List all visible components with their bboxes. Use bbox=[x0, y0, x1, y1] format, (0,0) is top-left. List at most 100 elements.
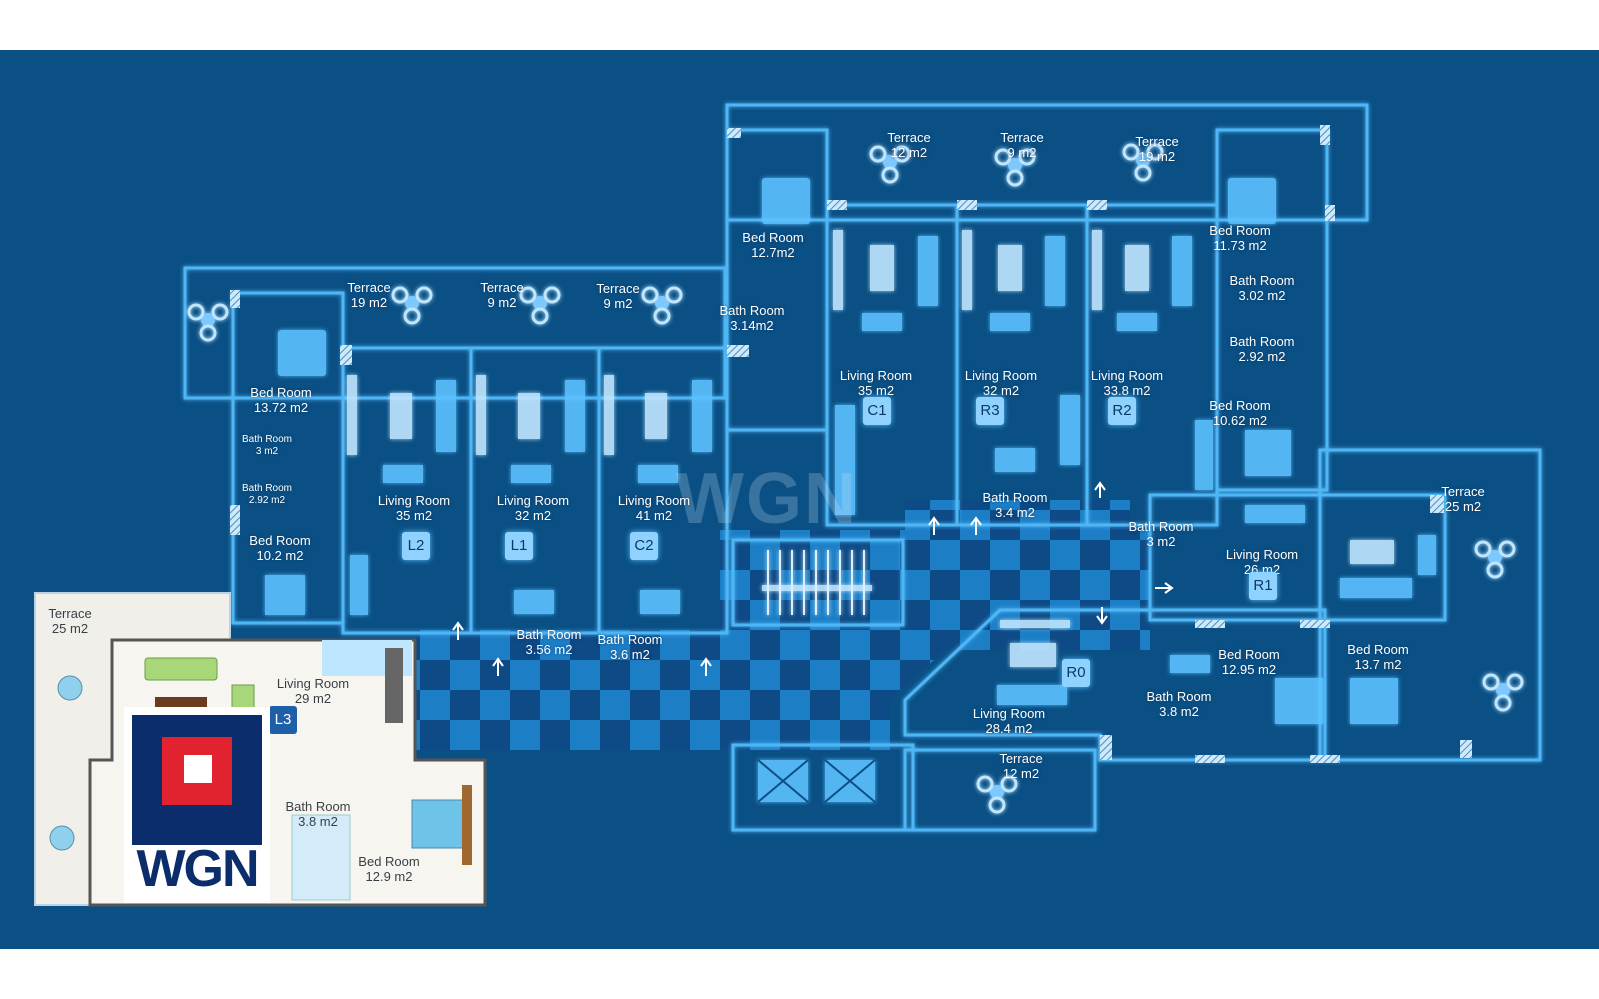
room-name: Bath Room bbox=[1229, 334, 1295, 349]
room-name: Living Room bbox=[839, 368, 913, 383]
room-area: 13.72 m2 bbox=[253, 400, 309, 415]
room-area: 41 m2 bbox=[635, 508, 673, 523]
room-area: 3.6 m2 bbox=[610, 647, 650, 662]
room-area: 35 m2 bbox=[395, 508, 433, 523]
room-area: 2.92 m2 bbox=[1238, 349, 1286, 364]
room-area: 35 m2 bbox=[857, 383, 895, 398]
unit-code-c1: C1 bbox=[863, 397, 891, 425]
wgn-logo: WGN bbox=[124, 707, 270, 903]
room-area: 28.4 m2 bbox=[985, 721, 1033, 736]
room-name: Bath Room bbox=[719, 303, 785, 318]
room-area: 25 m2 bbox=[1444, 499, 1482, 514]
logo-white-block bbox=[184, 755, 212, 783]
room-area: 12 m2 bbox=[890, 145, 928, 160]
unit-code-r3: R3 bbox=[976, 397, 1004, 425]
room-name: Living Room bbox=[1225, 547, 1299, 562]
room-area: 3 m2 bbox=[1146, 534, 1176, 549]
room-area: 3.8 m2 bbox=[298, 814, 338, 829]
room-name: Bath Room bbox=[597, 632, 663, 647]
room-area: 25 m2 bbox=[51, 621, 89, 636]
room-name: Terrace bbox=[48, 606, 92, 621]
room-name: Bath Room bbox=[516, 627, 582, 642]
room-area: 3.4 m2 bbox=[995, 505, 1035, 520]
room-name: Bath Room bbox=[241, 434, 293, 445]
room-area: 10.62 m2 bbox=[1212, 413, 1268, 428]
room-name: Living Room bbox=[1090, 368, 1164, 383]
room-area: 10.2 m2 bbox=[256, 548, 304, 563]
room-area: 11.73 m2 bbox=[1213, 238, 1267, 253]
room-area: 32 m2 bbox=[982, 383, 1020, 398]
room-name: Living Room bbox=[276, 676, 350, 691]
room-name: Terrace bbox=[1135, 134, 1179, 149]
room-area: 9 m2 bbox=[1007, 145, 1037, 160]
room-name: Living Room bbox=[377, 493, 451, 508]
room-name: Bath Room bbox=[1229, 273, 1295, 288]
room-name: Bath Room bbox=[982, 490, 1048, 505]
room-area: 2.92 m2 bbox=[248, 495, 286, 506]
room-area: 12.7m2 bbox=[751, 245, 795, 260]
room-name: Bed Room bbox=[742, 230, 804, 245]
unit-code-l2: L2 bbox=[402, 532, 430, 560]
unit-code-r1: R1 bbox=[1249, 572, 1277, 600]
room-name: Terrace bbox=[1000, 130, 1044, 145]
wgn-watermark: WGN bbox=[676, 459, 858, 539]
logo-square bbox=[132, 715, 262, 845]
room-name: Bed Room bbox=[250, 385, 312, 400]
room-area: 12.95 m2 bbox=[1221, 662, 1277, 677]
room-area: 33.8 m2 bbox=[1103, 383, 1151, 398]
staircase bbox=[767, 550, 865, 615]
room-name: Bed Room bbox=[1209, 223, 1271, 238]
wall-hatching bbox=[230, 125, 1472, 763]
unit-walls bbox=[183, 103, 1542, 832]
room-name: Bed Room bbox=[358, 854, 420, 869]
room-area: 3.02 m2 bbox=[1238, 288, 1286, 303]
entry-arrows bbox=[452, 481, 1174, 676]
room-name: Terrace bbox=[480, 280, 524, 295]
room-area: 3 m2 bbox=[255, 446, 279, 457]
room-name: Terrace bbox=[999, 751, 1043, 766]
room-name: Terrace bbox=[596, 281, 640, 296]
room-area: 9 m2 bbox=[603, 296, 633, 311]
room-name: Living Room bbox=[964, 368, 1038, 383]
room-name: Bath Room bbox=[285, 799, 351, 814]
room-name: Bed Room bbox=[1209, 398, 1271, 413]
room-name: Bath Room bbox=[241, 483, 293, 494]
room-area: 19 m2 bbox=[350, 295, 388, 310]
room-name: Bath Room bbox=[1128, 519, 1194, 534]
room-area: 3.14m2 bbox=[730, 318, 774, 333]
room-area: 29 m2 bbox=[294, 691, 332, 706]
logo-text: WGN bbox=[136, 840, 259, 898]
unit-code-l1: L1 bbox=[505, 532, 533, 560]
room-name: Living Room bbox=[496, 493, 570, 508]
logo-red-block bbox=[162, 737, 232, 805]
room-name: Terrace bbox=[347, 280, 391, 295]
